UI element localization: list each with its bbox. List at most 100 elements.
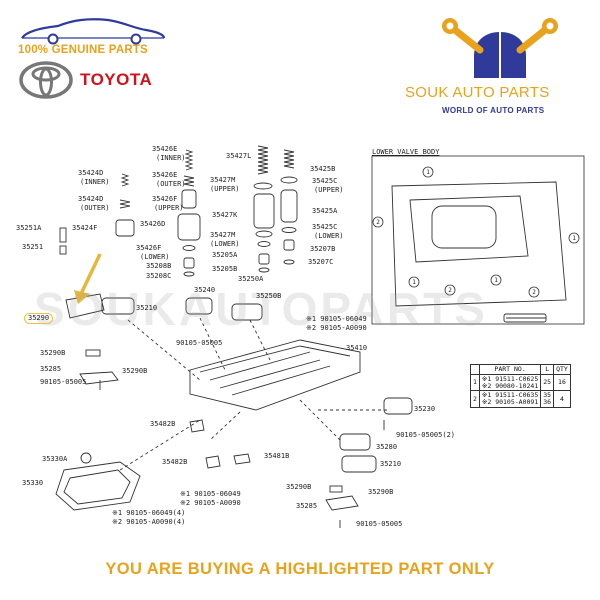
label-35208c: 35208C	[146, 272, 172, 280]
label-90105-a0090: ※2 90105-A0090	[306, 324, 367, 332]
label-35251: 35251	[22, 243, 44, 251]
label-inner-2: (INNER)	[80, 178, 110, 186]
table-header-num	[470, 364, 480, 375]
label-35426f-upper: 35426F	[152, 195, 178, 203]
label-lower-3: (LOWER)	[140, 253, 170, 261]
table-cell-l: 35 36	[540, 390, 555, 409]
label-35330: 35330	[22, 479, 44, 487]
label-90105-05005-b: 90105-05005	[40, 378, 87, 386]
table-cell-part: ※1 91511-C0635 ※2 90105-A0091	[478, 390, 542, 409]
label-35424f: 35424F	[72, 224, 98, 232]
shop-name: SOUK AUTO PARTS	[405, 84, 550, 101]
svg-text:2: 2	[448, 287, 452, 294]
label-35285-a: 35285	[40, 365, 62, 373]
label-35210-b: 35210	[380, 460, 402, 468]
label-35240: 35240	[194, 286, 216, 294]
svg-text:1: 1	[426, 169, 430, 176]
table-cell-part-b: ※2 90080-10241	[481, 381, 539, 390]
table-cell-l: 25	[540, 373, 555, 392]
lower-valve-body-title: LOWER VALVE BODY	[372, 148, 440, 156]
table-row: 1 ※1 91511-C0625 ※2 90080-10241 25 16	[470, 373, 571, 392]
table-cell-part: ※1 91511-C0625 ※2 90080-10241	[478, 373, 542, 392]
table-cell-num: 1	[470, 373, 480, 392]
label-35425c-lower: 35425C	[312, 223, 338, 231]
label-35285-b: 35285	[296, 502, 318, 510]
label-35290-highlighted: 35290	[24, 313, 54, 324]
label-35424d-inner: 35424D	[78, 169, 104, 177]
table-cell-qty: 4	[553, 390, 571, 409]
label-35425c-upper: 35425C	[312, 177, 338, 185]
table-header-qty: QTY	[553, 364, 571, 375]
label-35207c: 35207C	[308, 258, 334, 266]
label-35427k: 35427K	[212, 211, 238, 219]
souk-logo-icon	[442, 18, 558, 78]
label-35330a: 35330A	[42, 455, 68, 463]
label-35425a: 35425A	[312, 207, 338, 215]
label-90105-05005-c: 90105-05005	[356, 520, 403, 528]
toyota-logo-icon	[19, 61, 73, 99]
table-header-l: L	[540, 364, 555, 375]
shop-tagline: WORLD OF AUTO PARTS	[442, 106, 545, 115]
label-35424d-outer: 35424D	[78, 195, 104, 203]
table-header-row: PART NO. L QTY	[470, 364, 571, 375]
table-cell-part-a: ※1 91511-C0625	[481, 374, 539, 383]
label-35410: 35410	[346, 344, 368, 352]
car-silhouette-icon	[21, 18, 166, 45]
label-35426e-outer: 35426E	[152, 171, 178, 179]
label-90105-06049: ※1 90105-06049	[306, 315, 367, 323]
spring-35426e-outer	[183, 175, 195, 187]
label-inner: (INNER)	[156, 154, 186, 162]
label-upper-2: (UPPER)	[314, 186, 344, 194]
label-35426e-inner: 35426E	[152, 145, 178, 153]
svg-text:1: 1	[494, 277, 498, 284]
label-outer-2: (OUTER)	[80, 204, 110, 212]
label-35210: 35210	[136, 304, 158, 312]
genuine-parts-text: 100% GENUINE PARTS	[18, 44, 148, 56]
table-cell-part-a: ※1 91511-C0635	[481, 391, 539, 400]
label-35290b-a: 35290B	[40, 349, 66, 357]
label-90105-06049-b: ※1 90105-06049	[180, 490, 241, 498]
label-35290b-c: 35290B	[286, 483, 312, 491]
svg-text:1: 1	[572, 235, 576, 242]
footer-banner: YOU ARE BUYING A HIGHLIGHTED PART ONLY	[105, 560, 495, 578]
table-cell-qty: 16	[553, 373, 571, 392]
label-35230: 35230	[414, 405, 436, 413]
table-cell-part-b: ※2 90105-A0091	[481, 398, 539, 407]
label-lower-2: (LOWER)	[210, 240, 240, 248]
label-35482b-b: 35482B	[162, 458, 188, 466]
label-35205b: 35205B	[212, 265, 238, 273]
label-35426d: 35426D	[140, 220, 166, 228]
label-90105-05005-a: 90105-05005	[176, 339, 223, 347]
label-35250b: 35250B	[256, 292, 282, 300]
label-35250a: 35250A	[238, 275, 264, 283]
toyota-brand-name: TOYOTA	[80, 70, 153, 89]
table-header-part-no: PART NO.	[478, 364, 542, 375]
plug-35426f-upper	[181, 189, 197, 209]
label-90105-06049-4: ※1 90105-06049(4)	[112, 509, 186, 517]
label-35482b-a: 35482B	[150, 420, 176, 428]
label-35290b-b: 35290B	[122, 367, 148, 375]
label-35427l: 35427L	[226, 152, 252, 160]
label-90105-a0090-b: ※2 90105-A0090	[180, 499, 241, 507]
table-cell-num: 2	[470, 390, 480, 409]
label-35251a: 35251A	[16, 224, 42, 232]
svg-text:1: 1	[412, 279, 416, 286]
label-35280: 35280	[376, 443, 398, 451]
label-35290b-d: 35290B	[368, 488, 394, 496]
parts-table: PART NO. L QTY 1 ※1 91511-C0625 ※2 90080…	[470, 364, 571, 409]
label-35427m-upper: 35427M	[210, 176, 236, 184]
label-35425b: 35425B	[310, 165, 336, 173]
label-35208b: 35208B	[146, 262, 172, 270]
label-35207b: 35207B	[310, 245, 336, 253]
label-90105-a0090-4: ※2 90105-A0090(4)	[112, 518, 186, 526]
svg-text:2: 2	[376, 219, 380, 226]
label-35205a: 35205A	[212, 251, 238, 259]
label-upper-3: (UPPER)	[154, 204, 184, 212]
label-lower: (LOWER)	[314, 232, 344, 240]
label-35426f-lower: 35426F	[136, 244, 162, 252]
label-35481b: 35481B	[264, 452, 290, 460]
label-upper: (UPPER)	[210, 185, 240, 193]
valve-35426d	[177, 213, 201, 241]
label-90105-05005-2: 90105-05005(2)	[396, 431, 456, 439]
